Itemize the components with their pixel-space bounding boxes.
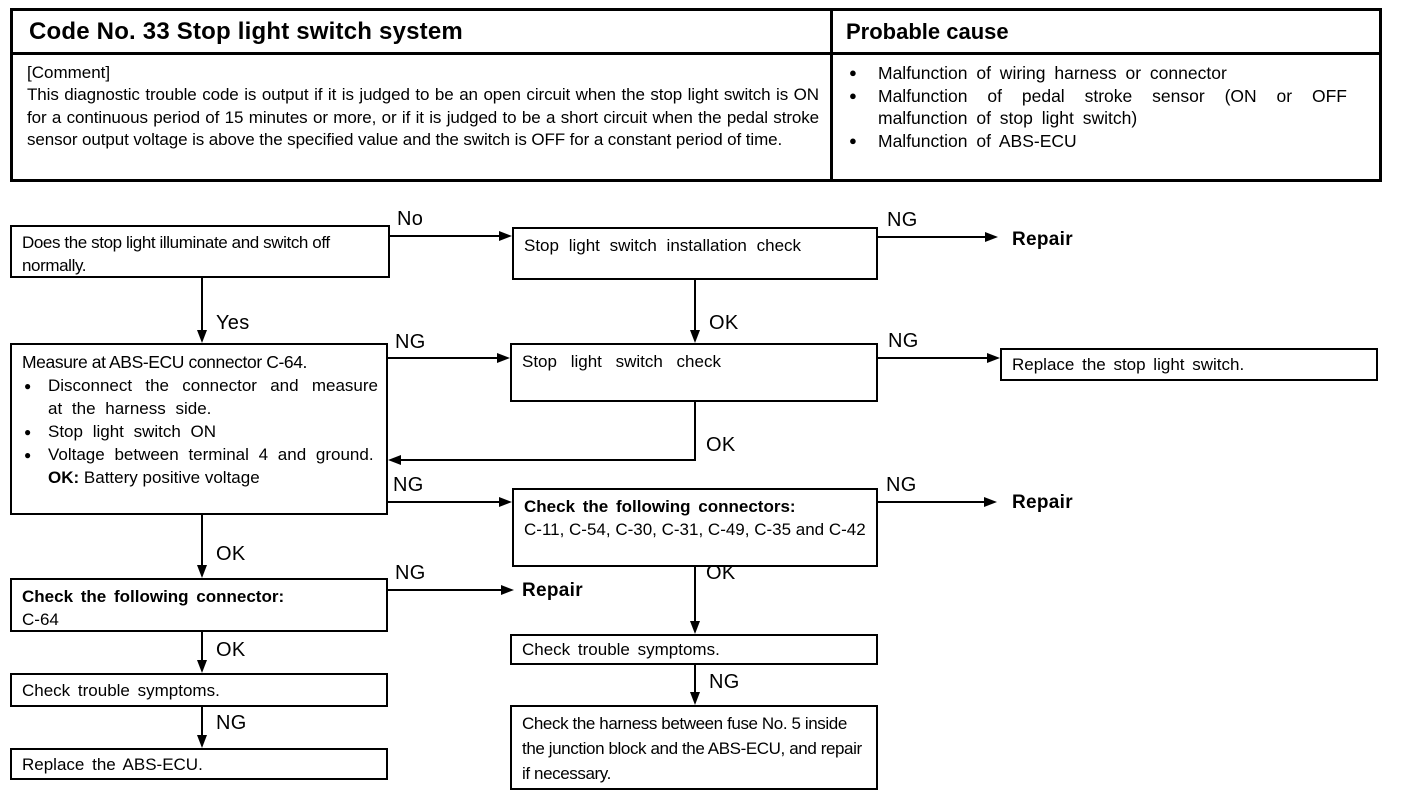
ok-spec-label: OK: (48, 468, 80, 487)
connector-line (201, 707, 203, 736)
repair-label-mid: Repair (522, 580, 583, 601)
edge-label-ok: OK (706, 562, 736, 584)
flow-box-installation-check: Stop light switch installation check (512, 227, 878, 280)
connectors-check-detail: C-11, C-54, C-30, C-31, C-49, C-35 and C… (524, 520, 866, 539)
flow-box-replace-ecu: Replace the ABS-ECU. (10, 748, 388, 780)
connector-line (694, 402, 696, 461)
edge-label-no: No (397, 208, 424, 230)
connector-line (201, 515, 203, 566)
comment-text: This diagnostic trouble code is output i… (27, 85, 819, 149)
probable-cause-list: ● Malfunction of wiring harness or conne… (830, 55, 1379, 179)
connector-line (388, 589, 502, 591)
bullet-icon: ● (849, 65, 857, 80)
page-title: Code No. 33 Stop light switch system (29, 17, 463, 45)
connector-line (390, 235, 499, 237)
flow-box-switch-check: Stop light switch check (510, 343, 878, 402)
edge-label-ng: NG (216, 712, 247, 734)
probable-cause-text: Malfunction of wiring harness or connect… (878, 63, 1227, 83)
arrow-right-icon (984, 497, 997, 507)
arrow-right-icon (985, 232, 998, 242)
arrow-right-icon (987, 353, 1000, 363)
connector-c64-title: Check the following connector: (22, 587, 285, 606)
edge-label-ng: NG (395, 331, 426, 353)
probable-cause-text: Malfunction of ABS-ECU (878, 130, 1077, 151)
edge-label-ng: NG (709, 671, 740, 693)
ok-spec-value: Battery positive voltage (83, 468, 260, 487)
probable-cause-text: Malfunction of pedal stroke sensor (ON o… (878, 85, 1347, 129)
connector-line (401, 459, 696, 461)
edge-label-ok: OK (216, 543, 246, 565)
probable-cause-item: ● Malfunction of pedal stroke sensor (ON… (847, 85, 1347, 130)
bullet-icon: ● (24, 448, 32, 462)
connector-c64-detail: C-64 (22, 610, 59, 629)
arrow-right-icon (501, 585, 514, 595)
connector-line (388, 501, 500, 503)
connector-line (201, 278, 203, 331)
code-header-table: Code No. 33 Stop light switch system Pro… (10, 8, 1382, 182)
arrow-right-icon (497, 353, 510, 363)
edge-label-ng: NG (886, 474, 917, 496)
bullet-icon: ● (849, 132, 857, 148)
flow-box-harness-check: Check the harness between fuse No. 5 ins… (510, 705, 878, 790)
comment-label: [Comment] (27, 63, 111, 82)
measure-step: ● Disconnect the connector and measure a… (20, 374, 378, 420)
probable-cause-title: Probable cause (846, 18, 1009, 44)
measure-step: ● Voltage between terminal 4 and ground. (20, 443, 378, 466)
measure-ok-spec: OK: Battery positive voltage (20, 466, 378, 489)
bullet-icon: ● (24, 379, 32, 393)
arrow-right-icon (499, 231, 512, 241)
probable-cause-item: ● Malfunction of wiring harness or conne… (847, 62, 1347, 85)
connector-line (201, 632, 203, 661)
repair-label-right: Repair (1012, 492, 1073, 513)
connector-line (694, 567, 696, 622)
arrow-down-icon (197, 735, 207, 748)
flow-box-replace-switch: Replace the stop light switch. (1000, 348, 1378, 381)
connectors-check-title: Check the following connectors: (524, 497, 796, 516)
connector-line (694, 665, 696, 693)
edge-label-ng: NG (393, 474, 424, 496)
arrow-down-icon (690, 330, 700, 343)
edge-label-ng: NG (888, 330, 919, 352)
connector-line (388, 357, 498, 359)
flow-box-measure: Measure at ABS-ECU connector C-64. ● Dis… (10, 343, 388, 515)
measure-step-text: Stop light switch ON (48, 422, 217, 441)
bullet-icon: ● (849, 87, 857, 103)
flow-box-trouble-symptoms-left: Check trouble symptoms. (10, 673, 388, 707)
flow-box-start-question: Does the stop light illuminate and switc… (10, 225, 390, 278)
edge-label-ok: OK (706, 434, 736, 456)
flow-box-connector-c64: Check the following connector: C-64 (10, 578, 388, 632)
connector-line (878, 236, 986, 238)
arrow-down-icon (197, 330, 207, 343)
edge-label-ok: OK (216, 639, 246, 661)
connector-line (694, 280, 696, 331)
arrow-down-icon (197, 565, 207, 578)
edge-label-ng: NG (395, 562, 426, 584)
connector-line (878, 357, 988, 359)
measure-step-text: Voltage between terminal 4 and ground. (48, 445, 374, 464)
comment-cell: [Comment] This diagnostic trouble code i… (13, 55, 830, 179)
flow-box-connectors-check: Check the following connectors: C-11, C-… (512, 488, 878, 567)
measure-step-text: Disconnect the connector and measure at … (48, 376, 378, 418)
arrow-right-icon (499, 497, 512, 507)
bullet-icon: ● (24, 425, 32, 439)
repair-label-top: Repair (1012, 229, 1073, 250)
edge-label-yes: Yes (216, 312, 250, 334)
arrow-down-icon (690, 692, 700, 705)
arrow-down-icon (690, 621, 700, 634)
probable-cause-item: ● Malfunction of ABS-ECU (847, 130, 1347, 153)
measure-title: Measure at ABS-ECU connector C-64. (22, 352, 308, 372)
edge-label-ng: NG (887, 209, 918, 231)
edge-label-ok: OK (709, 312, 739, 334)
flow-box-trouble-symptoms-mid: Check trouble symptoms. (510, 634, 878, 665)
measure-step: ● Stop light switch ON (20, 420, 378, 443)
arrow-down-icon (197, 660, 207, 673)
connector-line (878, 501, 985, 503)
arrow-left-icon (388, 455, 401, 465)
